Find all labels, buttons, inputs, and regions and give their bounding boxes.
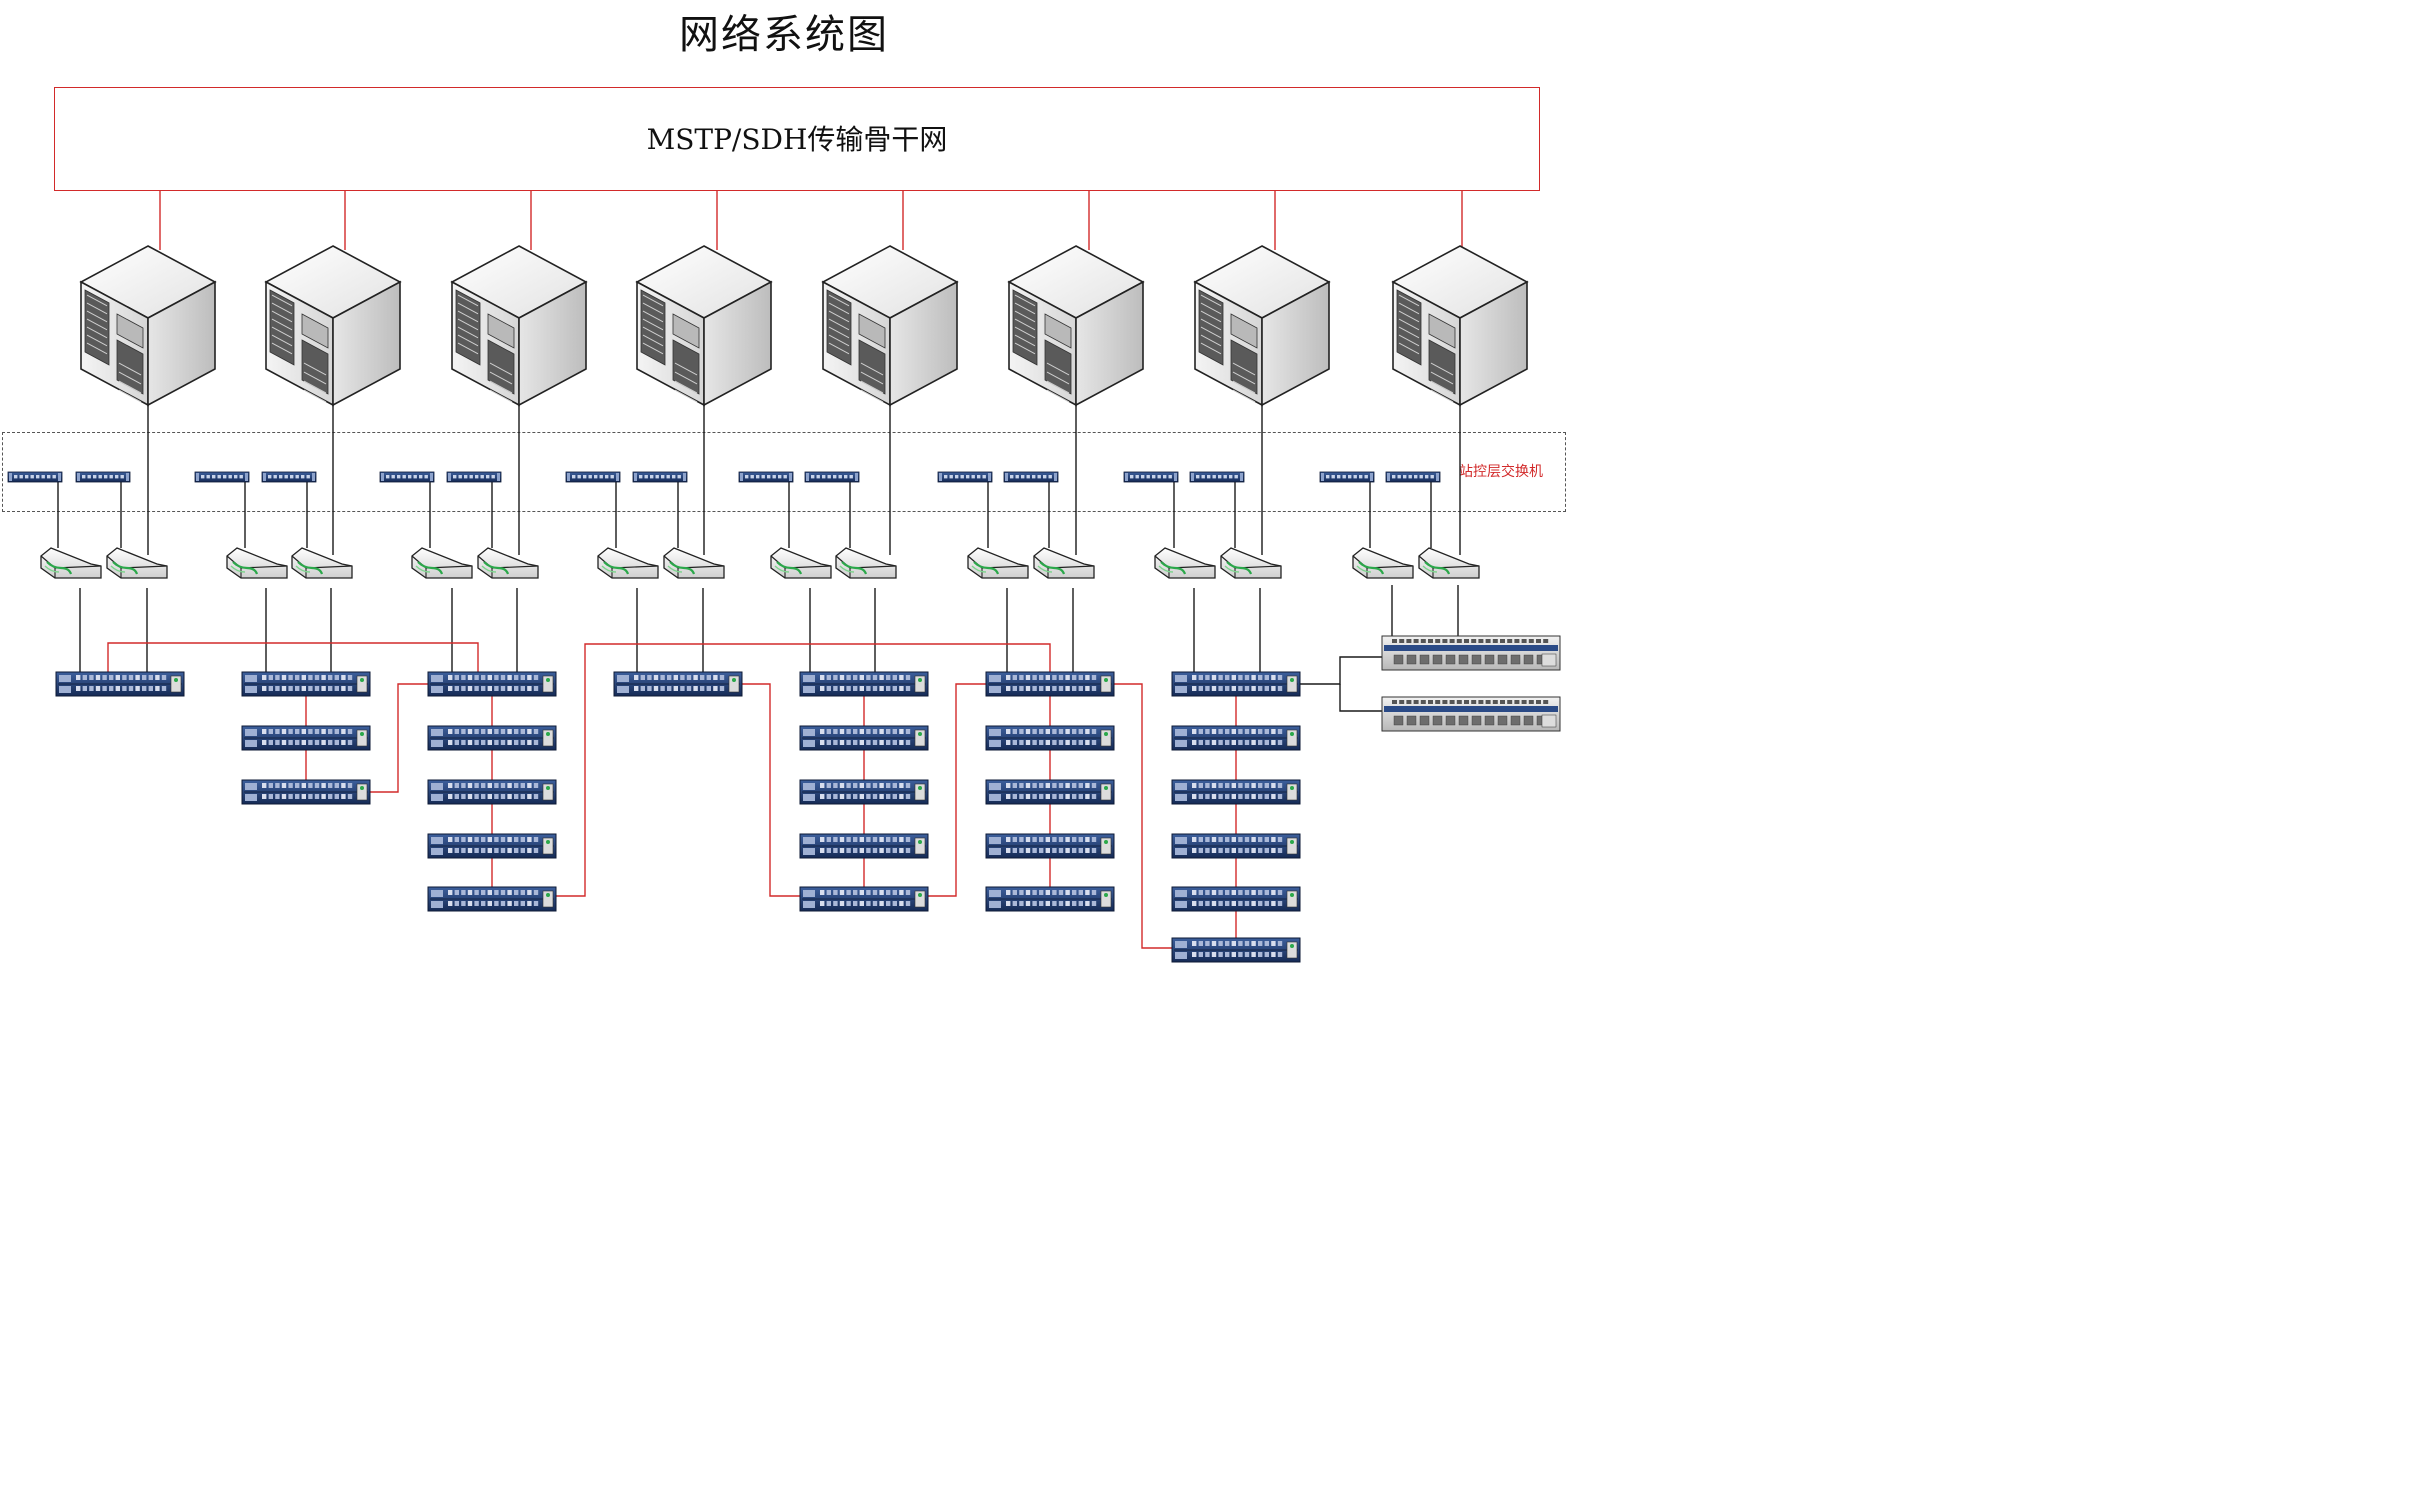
router-icon xyxy=(597,547,659,579)
rack-device-icon xyxy=(1171,937,1301,963)
rack-device-icon xyxy=(427,725,557,751)
rack-device-icon xyxy=(799,886,929,912)
diagram-canvas xyxy=(7,191,1561,963)
rack-device-icon xyxy=(241,725,371,751)
router-icon xyxy=(1154,547,1216,579)
rack-switch-icon xyxy=(261,471,317,483)
backbone-network-box: MSTP/SDH传输骨干网 xyxy=(54,87,1540,191)
ring-link xyxy=(742,683,800,897)
rack-device-icon xyxy=(799,671,929,697)
rack-switch-icon xyxy=(738,471,794,483)
rack-device-icon xyxy=(985,779,1115,805)
rack-switch-icon xyxy=(1003,471,1059,483)
rack-device-icon xyxy=(241,671,371,697)
ring-link xyxy=(928,683,986,897)
rack-device-icon xyxy=(985,725,1115,751)
rack-device-icon xyxy=(1171,725,1301,751)
core-link xyxy=(1300,656,1382,685)
rack-switch-icon xyxy=(565,471,621,483)
router-icon xyxy=(967,547,1029,579)
server-cube-icon xyxy=(450,245,588,407)
rack-switch-icon xyxy=(632,471,688,483)
rack-device-icon xyxy=(985,833,1115,859)
rack-device-icon xyxy=(1171,779,1301,805)
server-cube-icon xyxy=(1007,245,1145,407)
rack-device-icon xyxy=(241,779,371,805)
server-cube-icon xyxy=(79,245,217,407)
rack-switch-icon xyxy=(1189,471,1245,483)
rack-switch-icon xyxy=(194,471,250,483)
rack-device-icon xyxy=(613,671,743,697)
zone-label: 站控层交换机 xyxy=(1459,464,1543,480)
router-icon xyxy=(40,547,102,579)
rack-device-icon xyxy=(1171,833,1301,859)
router-icon xyxy=(1418,547,1480,579)
rack-device-icon xyxy=(1171,671,1301,697)
server-cube-icon xyxy=(635,245,773,407)
rack-switch-icon xyxy=(1385,471,1441,483)
chassis-switch-icon xyxy=(1381,696,1561,732)
rack-switch-icon xyxy=(379,471,435,483)
rack-device-icon xyxy=(427,779,557,805)
rack-switch-icon xyxy=(446,471,502,483)
ring-link xyxy=(556,643,1051,897)
router-icon xyxy=(291,547,353,579)
router-icon xyxy=(1352,547,1414,579)
rack-device-icon xyxy=(427,671,557,697)
router-icon xyxy=(835,547,897,579)
backbone-label: MSTP/SDH传输骨干网 xyxy=(646,123,948,156)
router-icon xyxy=(106,547,168,579)
rack-switch-icon xyxy=(7,471,63,483)
ring-link xyxy=(107,642,479,672)
server-cube-icon xyxy=(264,245,402,407)
ring-link xyxy=(370,683,428,793)
connection-lines xyxy=(57,191,1463,949)
core-link xyxy=(1339,684,1382,712)
rack-device-icon xyxy=(799,725,929,751)
rack-switch-icon xyxy=(75,471,131,483)
rack-device-icon xyxy=(985,671,1115,697)
router-icon xyxy=(1033,547,1095,579)
router-icon xyxy=(1220,547,1282,579)
rack-device-icon xyxy=(985,886,1115,912)
server-cube-icon xyxy=(821,245,959,407)
rack-switch-icon xyxy=(1319,471,1375,483)
station-switch-zone: 站控层交换机 xyxy=(2,432,1566,512)
diagram-title: 网络系统图 xyxy=(679,12,889,58)
rack-device-icon xyxy=(55,671,185,697)
rack-device-icon xyxy=(427,833,557,859)
chassis-switch-icon xyxy=(1381,635,1561,671)
router-icon xyxy=(411,547,473,579)
router-icon xyxy=(477,547,539,579)
network-devices xyxy=(7,245,1561,963)
router-icon xyxy=(770,547,832,579)
rack-switch-icon xyxy=(804,471,860,483)
router-icon xyxy=(226,547,288,579)
rack-device-icon xyxy=(799,833,929,859)
rack-switch-icon xyxy=(937,471,993,483)
rack-device-icon xyxy=(427,886,557,912)
network-diagram: 网络系统图 MSTP/SDH传输骨干网 站控层交换机 xyxy=(0,0,1568,980)
server-cube-icon xyxy=(1193,245,1331,407)
ring-link xyxy=(1114,683,1172,949)
router-icon xyxy=(663,547,725,579)
rack-switch-icon xyxy=(1123,471,1179,483)
rack-device-icon xyxy=(1171,886,1301,912)
rack-device-icon xyxy=(799,779,929,805)
server-cube-icon xyxy=(1391,245,1529,407)
